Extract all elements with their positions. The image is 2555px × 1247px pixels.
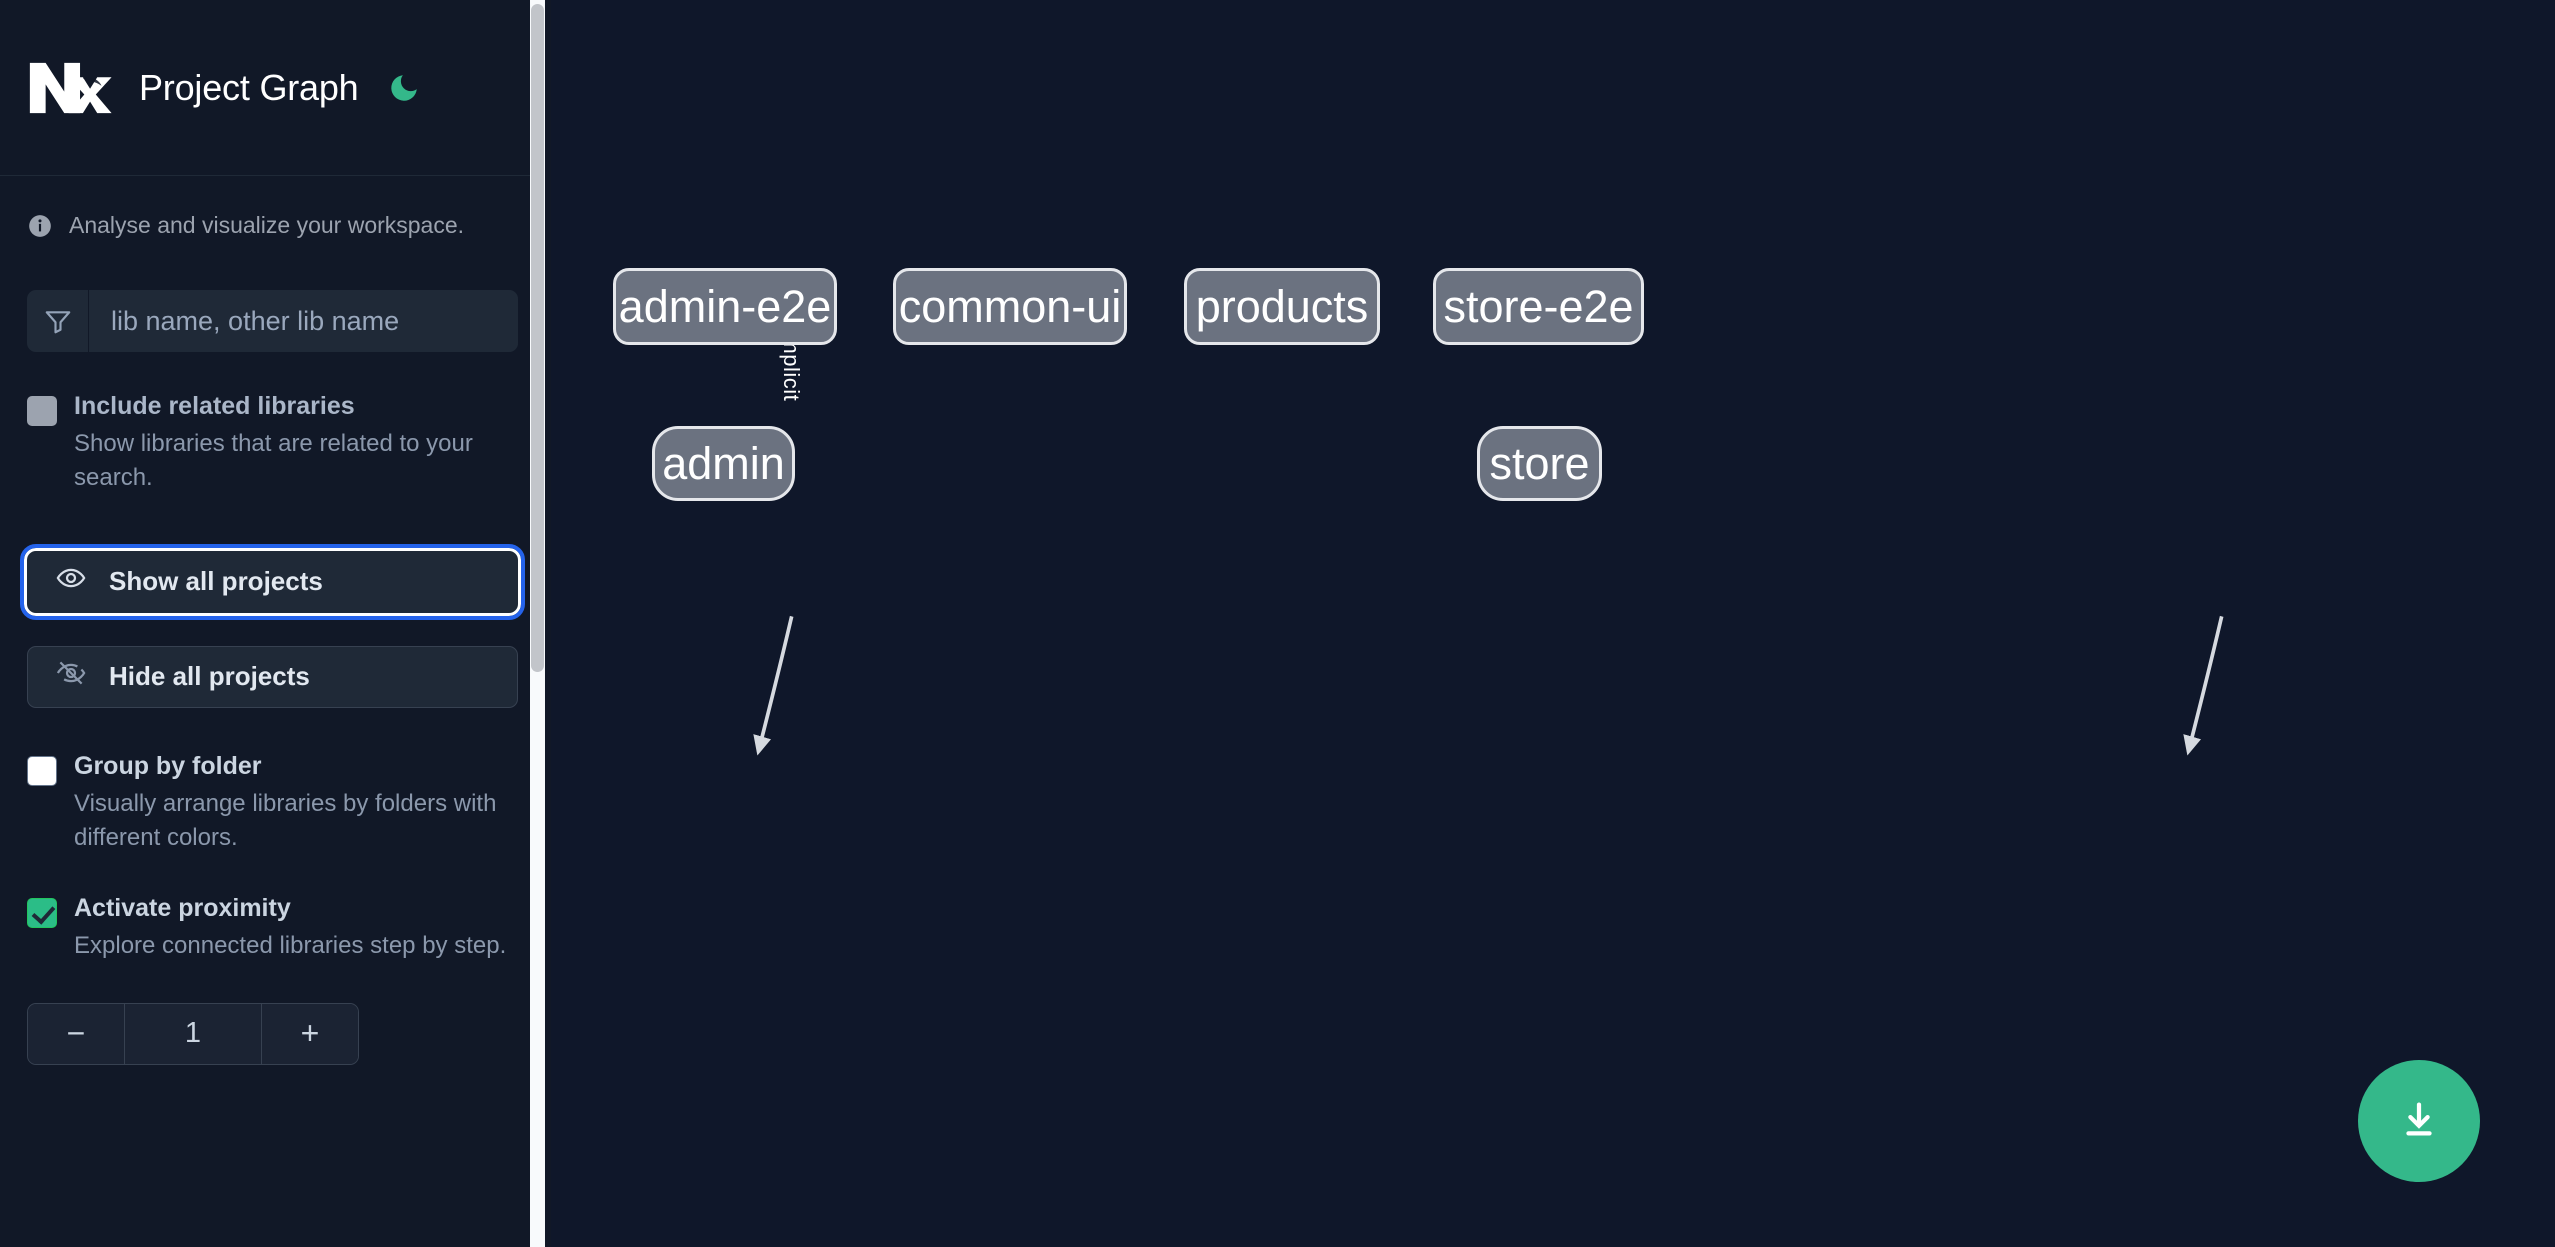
- download-icon: [2396, 1097, 2442, 1146]
- proximity-decrement-button[interactable]: −: [28, 1003, 125, 1064]
- filter-funnel-icon: [27, 290, 89, 352]
- moon-icon[interactable]: [385, 69, 423, 107]
- group-by-folder-label: Group by folder: [74, 751, 262, 780]
- sidebar-header: Project Graph: [0, 0, 545, 176]
- sidebar-scrollbar[interactable]: [530, 0, 545, 1247]
- include-related-libraries-checkbox[interactable]: [27, 396, 57, 426]
- graph-edges: [753, 615, 2224, 756]
- sidebar-divider: [551, 0, 555, 1247]
- graph-canvas[interactable]: implicit implicit admin-e2e common-ui pr…: [555, 0, 2555, 1247]
- eye-off-icon: [56, 658, 86, 695]
- graph-node-common-ui[interactable]: common-ui: [893, 268, 1127, 345]
- sidebar-scrollbar-thumb[interactable]: [531, 4, 544, 672]
- hide-all-projects-label: Hide all projects: [109, 661, 310, 692]
- sidebar: Project Graph Analyse and visualize your…: [0, 0, 555, 1247]
- workspace-info: Analyse and visualize your workspace.: [0, 176, 545, 239]
- info-circle-icon: [27, 213, 53, 239]
- sidebar-content: Project Graph Analyse and visualize your…: [0, 0, 545, 1247]
- search-input[interactable]: [89, 290, 518, 352]
- proximity-increment-button[interactable]: +: [261, 1003, 358, 1064]
- show-all-projects-button[interactable]: Show all projects: [20, 543, 525, 620]
- workspace-info-text: Analyse and visualize your workspace.: [69, 212, 465, 238]
- page-title: Project Graph: [139, 66, 359, 108]
- hide-all-projects-button[interactable]: Hide all projects: [27, 645, 518, 708]
- show-all-projects-label: Show all projects: [109, 566, 323, 597]
- activate-proximity-description: Explore connected libraries step by step…: [74, 931, 507, 959]
- eye-icon: [56, 563, 86, 600]
- graph-node-store[interactable]: store: [1477, 426, 1602, 501]
- activate-proximity-label: Activate proximity: [74, 893, 291, 922]
- proximity-stepper: − 1 +: [27, 1002, 359, 1065]
- graph-node-products[interactable]: products: [1184, 268, 1380, 345]
- filter-bar: [27, 290, 518, 352]
- download-button[interactable]: [2358, 1060, 2480, 1182]
- edge-store-e2e-store: [2183, 615, 2224, 756]
- edge-admin-e2e-admin: [753, 615, 794, 756]
- include-related-libraries-label: Include related libraries: [74, 392, 355, 420]
- group-by-folder-description: Visually arrange libraries by folders wi…: [74, 789, 497, 851]
- graph-node-admin-e2e[interactable]: admin-e2e: [613, 268, 837, 345]
- graph-node-store-e2e[interactable]: store-e2e: [1433, 268, 1644, 345]
- option-group-by-folder[interactable]: Group by folder Visually arrange librari…: [0, 750, 545, 855]
- graph-node-admin[interactable]: admin: [652, 426, 795, 501]
- nx-logo-icon: [27, 57, 113, 119]
- include-related-libraries-description: Show libraries that are related to your …: [74, 429, 473, 491]
- activate-proximity-checkbox[interactable]: [27, 897, 57, 928]
- option-activate-proximity[interactable]: Activate proximity Explore connected lib…: [0, 892, 545, 963]
- option-include-related-libraries[interactable]: Include related libraries Show libraries…: [0, 390, 545, 495]
- group-by-folder-checkbox[interactable]: [27, 755, 57, 786]
- proximity-value: 1: [184, 1017, 202, 1050]
